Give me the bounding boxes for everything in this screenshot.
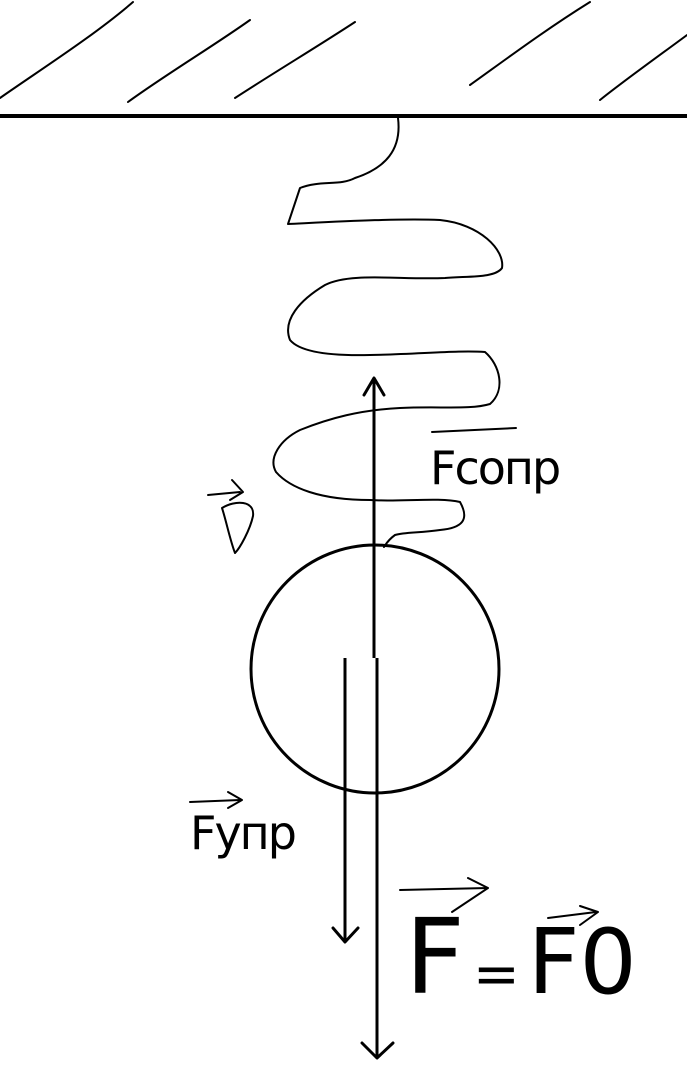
- velocity-arrow: [207, 479, 244, 501]
- equation-right: F0: [527, 910, 637, 1015]
- total-force-arrowhead: [360, 1041, 395, 1060]
- velocity-label: v: [218, 505, 219, 506]
- lift-force-text: Fупр: [190, 806, 297, 860]
- hatch-line: [0, 1, 134, 99]
- elastic-force-label: Fсопр: [430, 445, 561, 491]
- hatch-line: [599, 34, 687, 101]
- hatch-line: [127, 19, 251, 103]
- f0-arrow: [547, 905, 599, 926]
- elastic-force-text: Fсопр: [430, 441, 561, 495]
- spring: [272, 117, 504, 548]
- hatch-line: [234, 21, 356, 99]
- upr-arrow: [189, 791, 243, 809]
- f-arrow: [399, 877, 489, 913]
- lift-force-label: Fупр: [190, 810, 297, 856]
- hatch-line: [469, 1, 591, 86]
- sopr-bar: [431, 427, 517, 433]
- velocity-glyph: [221, 501, 255, 554]
- resistance-force-arrowhead: [362, 376, 386, 397]
- equation: F=F0: [405, 905, 637, 1009]
- ceiling-hatching: [0, 1, 687, 103]
- equation-left: F: [405, 896, 465, 1018]
- velocity-text: v: [218, 505, 219, 506]
- equation-sign: =: [472, 942, 520, 1007]
- elastic-force-arrowhead: [331, 926, 360, 944]
